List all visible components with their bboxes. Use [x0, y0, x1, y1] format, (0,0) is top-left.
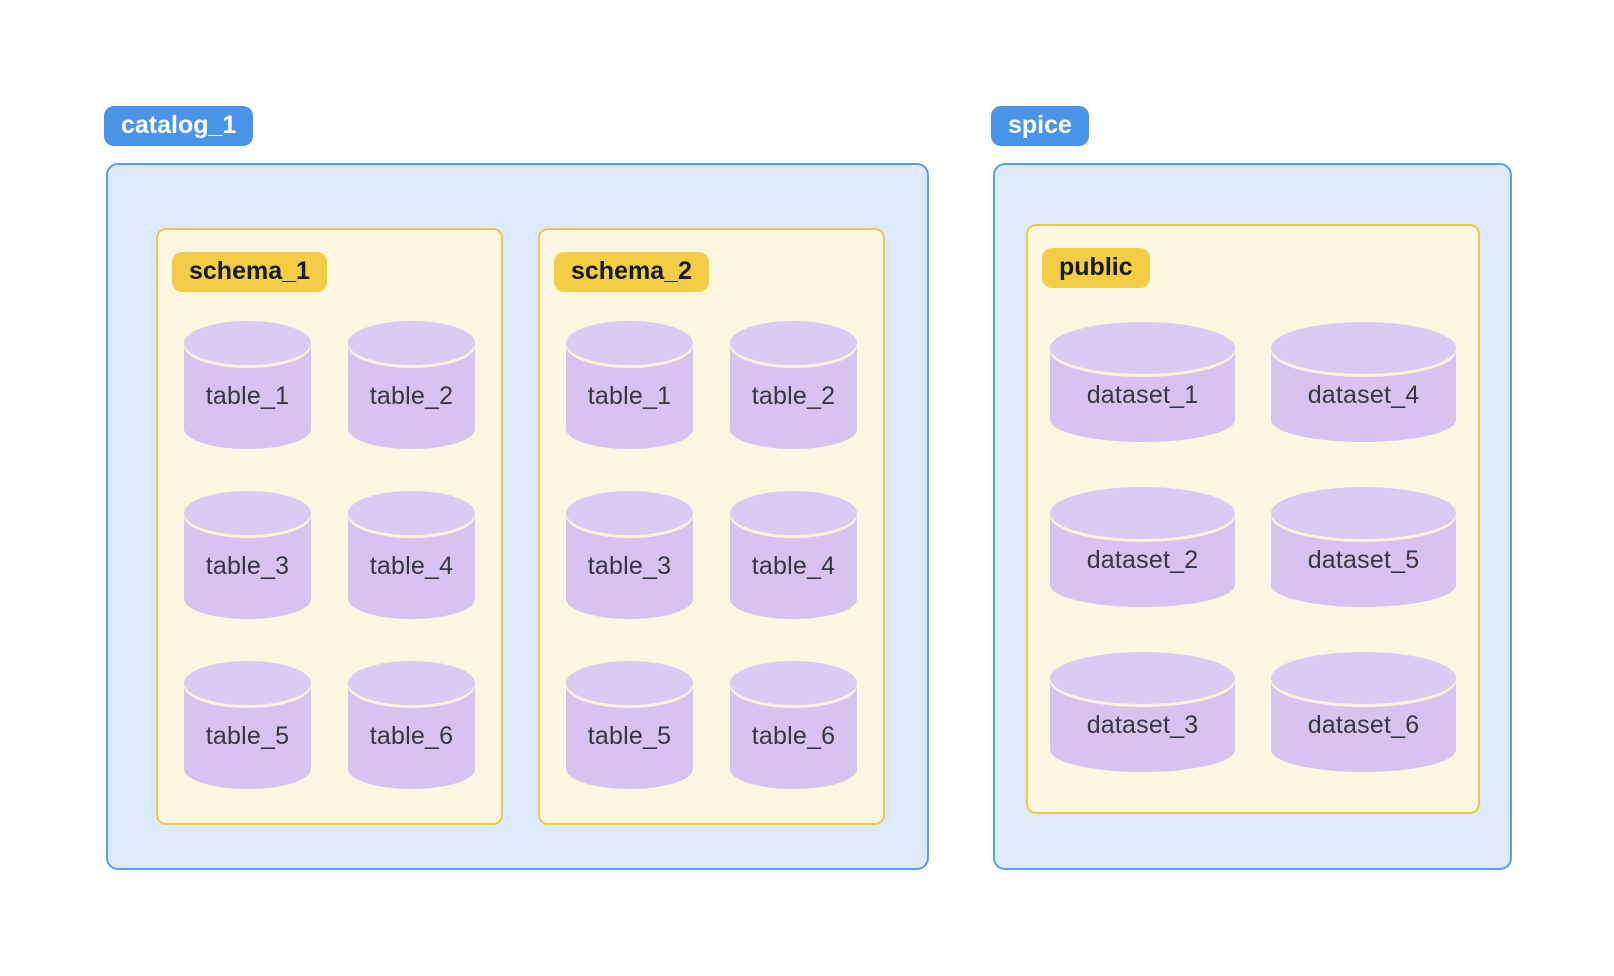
cylinder-label: table_1	[587, 381, 672, 410]
cylinder-top	[730, 321, 857, 365]
cylinder-top	[730, 661, 857, 705]
cylinder-label: table_6	[751, 721, 836, 750]
cylinder-label: dataset_3	[1086, 710, 1199, 739]
table-cylinder: table_5	[566, 661, 693, 789]
cylinder-top	[1271, 652, 1456, 704]
cylinder-top	[348, 321, 475, 365]
catalog-tag: catalog_1	[104, 106, 254, 146]
cylinder-top	[1050, 652, 1235, 704]
schema-box: schema_1 table_1 table_2 table_3	[156, 228, 503, 825]
catalog-tag: spice	[991, 106, 1089, 146]
table-cylinder: table_6	[348, 661, 475, 789]
cylinder-top	[1050, 487, 1235, 539]
cylinder-label: dataset_2	[1086, 545, 1199, 574]
cylinder-label: table_4	[751, 551, 836, 580]
cylinder-top	[566, 661, 693, 705]
cylinder-top	[184, 321, 311, 365]
dataset-cylinder: dataset_3	[1050, 652, 1235, 772]
cylinder-label: table_5	[205, 721, 290, 750]
dataset-cylinder: dataset_4	[1271, 322, 1456, 442]
datasets-grid: dataset_1 dataset_4 dataset_2 dataset_5	[1028, 322, 1478, 772]
table-cylinder: table_1	[566, 321, 693, 449]
cylinder-top	[348, 491, 475, 535]
cylinder-top	[566, 321, 693, 365]
cylinder-label: table_3	[205, 551, 290, 580]
cylinder-label: table_2	[751, 381, 836, 410]
table-cylinder: table_2	[730, 321, 857, 449]
cylinder-top	[566, 491, 693, 535]
schema-tag: schema_1	[172, 252, 327, 292]
dataset-cylinder: dataset_2	[1050, 487, 1235, 607]
table-cylinder: table_3	[566, 491, 693, 619]
schema-tag: public	[1042, 248, 1150, 288]
schema-box: schema_2 table_1 table_2 table_3	[538, 228, 885, 825]
table-cylinder: table_6	[730, 661, 857, 789]
cylinder-top	[1271, 322, 1456, 374]
catalog-box: public dataset_1 dataset_4 dataset_2	[993, 163, 1512, 870]
cylinder-label: dataset_5	[1307, 545, 1420, 574]
cylinder-top	[184, 491, 311, 535]
cylinder-label: table_2	[369, 381, 454, 410]
table-cylinder: table_3	[184, 491, 311, 619]
table-cylinder: table_5	[184, 661, 311, 789]
cylinder-label: dataset_4	[1307, 380, 1420, 409]
schema-tag: schema_2	[554, 252, 709, 292]
cylinder-label: table_5	[587, 721, 672, 750]
cylinder-top	[184, 661, 311, 705]
catalog-box: schema_1 table_1 table_2 table_3	[106, 163, 929, 870]
dataset-cylinder: dataset_6	[1271, 652, 1456, 772]
dataset-cylinder: dataset_1	[1050, 322, 1235, 442]
cylinder-label: dataset_1	[1086, 380, 1199, 409]
table-cylinder: table_2	[348, 321, 475, 449]
dataset-cylinder: dataset_5	[1271, 487, 1456, 607]
tables-grid: table_1 table_2 table_3 table_4	[540, 321, 883, 789]
cylinder-label: table_6	[369, 721, 454, 750]
cylinder-top	[1271, 487, 1456, 539]
table-cylinder: table_4	[730, 491, 857, 619]
cylinder-label: table_1	[205, 381, 290, 410]
cylinder-top	[1050, 322, 1235, 374]
cylinder-label: table_4	[369, 551, 454, 580]
schema-box: public dataset_1 dataset_4 dataset_2	[1026, 224, 1480, 814]
table-cylinder: table_1	[184, 321, 311, 449]
cylinder-label: dataset_6	[1307, 710, 1420, 739]
cylinder-top	[348, 661, 475, 705]
cylinder-label: table_3	[587, 551, 672, 580]
tables-grid: table_1 table_2 table_3 table_4	[158, 321, 501, 789]
cylinder-top	[730, 491, 857, 535]
table-cylinder: table_4	[348, 491, 475, 619]
